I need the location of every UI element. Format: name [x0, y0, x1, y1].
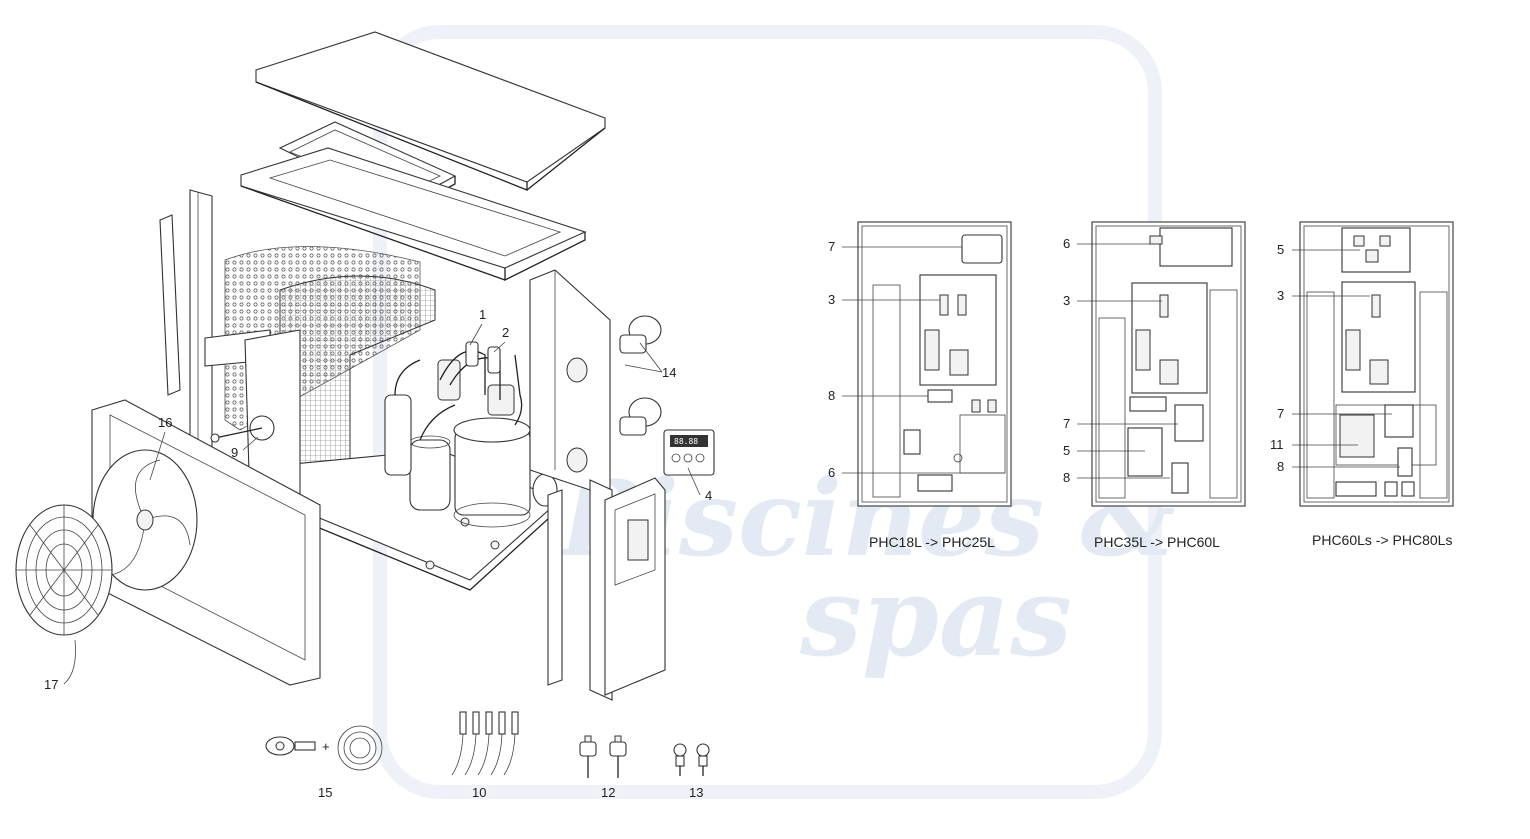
board2-label-5: 5: [1063, 443, 1070, 458]
board2-label-8: 8: [1063, 470, 1070, 485]
temperature-probe-kit: +: [265, 725, 383, 771]
fan-guard: [15, 504, 113, 636]
board3-caption: PHC60Ls -> PHC80Ls: [1312, 532, 1452, 548]
callout-1-label: 1: [479, 307, 486, 322]
callout-9: 9: [231, 436, 259, 460]
board3-label-11: 11: [1270, 437, 1284, 452]
schrader-valves: [673, 743, 710, 776]
board-phc35l-60l: 6 3 7 5 8 PHC35L -> PHC60L: [1063, 221, 1246, 550]
board1-label-6: 6: [828, 465, 835, 480]
pressure-switches-spare: [579, 735, 627, 778]
pressure-switch-2: [487, 346, 501, 374]
callout-16: 16: [149, 415, 172, 481]
board-phc60ls-80ls: 5 3 7 11 8 PHC60Ls -> PHC80Ls: [1270, 221, 1454, 548]
top-cover: [255, 31, 606, 191]
water-connection-fittings: [619, 315, 662, 436]
callout-1: 1: [469, 307, 486, 346]
plus-sign: +: [322, 739, 330, 754]
callout-16-label: 16: [158, 415, 172, 430]
board1-label-8: 8: [828, 388, 835, 403]
callout-10-label: 10: [472, 785, 486, 800]
board3-label-7: 7: [1277, 406, 1284, 421]
board1-caption: PHC18L -> PHC25L: [869, 534, 995, 550]
callout-9-label: 9: [231, 445, 238, 460]
board3-label-8: 8: [1277, 459, 1284, 474]
evaporator-coil: [279, 275, 436, 496]
callout-17-label: 17: [44, 677, 58, 692]
callout-14: 14: [624, 342, 676, 380]
board3-label-5: 5: [1277, 242, 1284, 257]
left-corner-post: [159, 189, 213, 471]
board2-caption: PHC35L -> PHC60L: [1094, 534, 1220, 550]
callout-2-label: 2: [502, 325, 509, 340]
pressure-switch-1: [465, 341, 479, 367]
right-side-panel: [529, 269, 611, 491]
sensor-probes: [451, 711, 519, 776]
board2-label-6: 6: [1063, 236, 1070, 251]
callout-14-label: 14: [662, 365, 676, 380]
board2-label-3: 3: [1063, 293, 1070, 308]
callout-13-label: 13: [689, 785, 703, 800]
callout-2: 2: [493, 325, 509, 353]
board2-label-7: 7: [1063, 416, 1070, 431]
accumulator: [409, 435, 451, 511]
watermark-word-2: spas: [799, 552, 1072, 681]
electrical-box: [204, 329, 301, 506]
top-frame: [240, 147, 587, 282]
callout-15-label: 15: [318, 785, 332, 800]
callout-4: 4: [687, 467, 712, 503]
callout-12-label: 12: [601, 785, 615, 800]
board1-label-3: 3: [828, 292, 835, 307]
service-access-panel: [604, 477, 666, 696]
board1-label-7: 7: [828, 239, 835, 254]
compressor: [437, 359, 531, 528]
callout-4-label: 4: [705, 488, 712, 503]
board3-label-3: 3: [1277, 288, 1284, 303]
control-display: 88.88: [663, 429, 715, 476]
four-way-valve: [384, 394, 412, 476]
callout-17: 17: [44, 639, 76, 692]
board-phc18l-25l: 7 3 8 6 PHC18L -> PHC25L: [828, 221, 1012, 550]
display-readout: 88.88: [674, 437, 698, 446]
